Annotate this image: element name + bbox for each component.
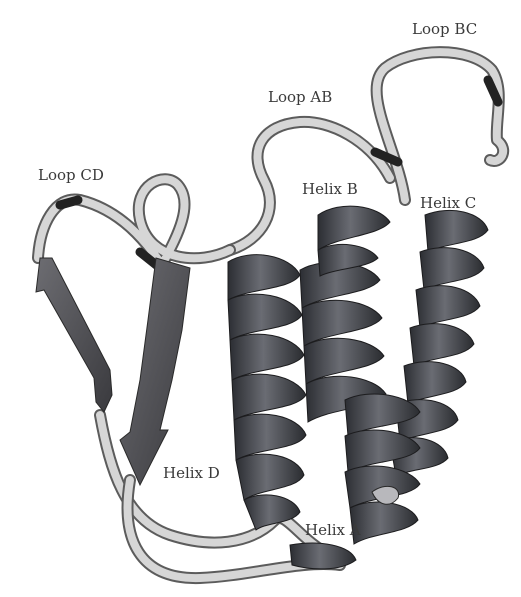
strand-left (36, 258, 112, 412)
label-helix-d: Helix D (163, 466, 220, 481)
label-loop-ab: Loop AB (268, 90, 332, 105)
strand-right (120, 258, 190, 485)
label-helix-b: Helix B (302, 182, 358, 197)
label-helix-a: Helix A (305, 523, 361, 538)
label-loop-bc: Loop BC (412, 22, 477, 37)
label-loop-cd: Loop CD (38, 168, 104, 183)
loop-cd-tube (38, 179, 230, 265)
helix-d (228, 255, 306, 530)
helix-b (300, 206, 390, 422)
label-helix-c: Helix C (420, 196, 476, 211)
